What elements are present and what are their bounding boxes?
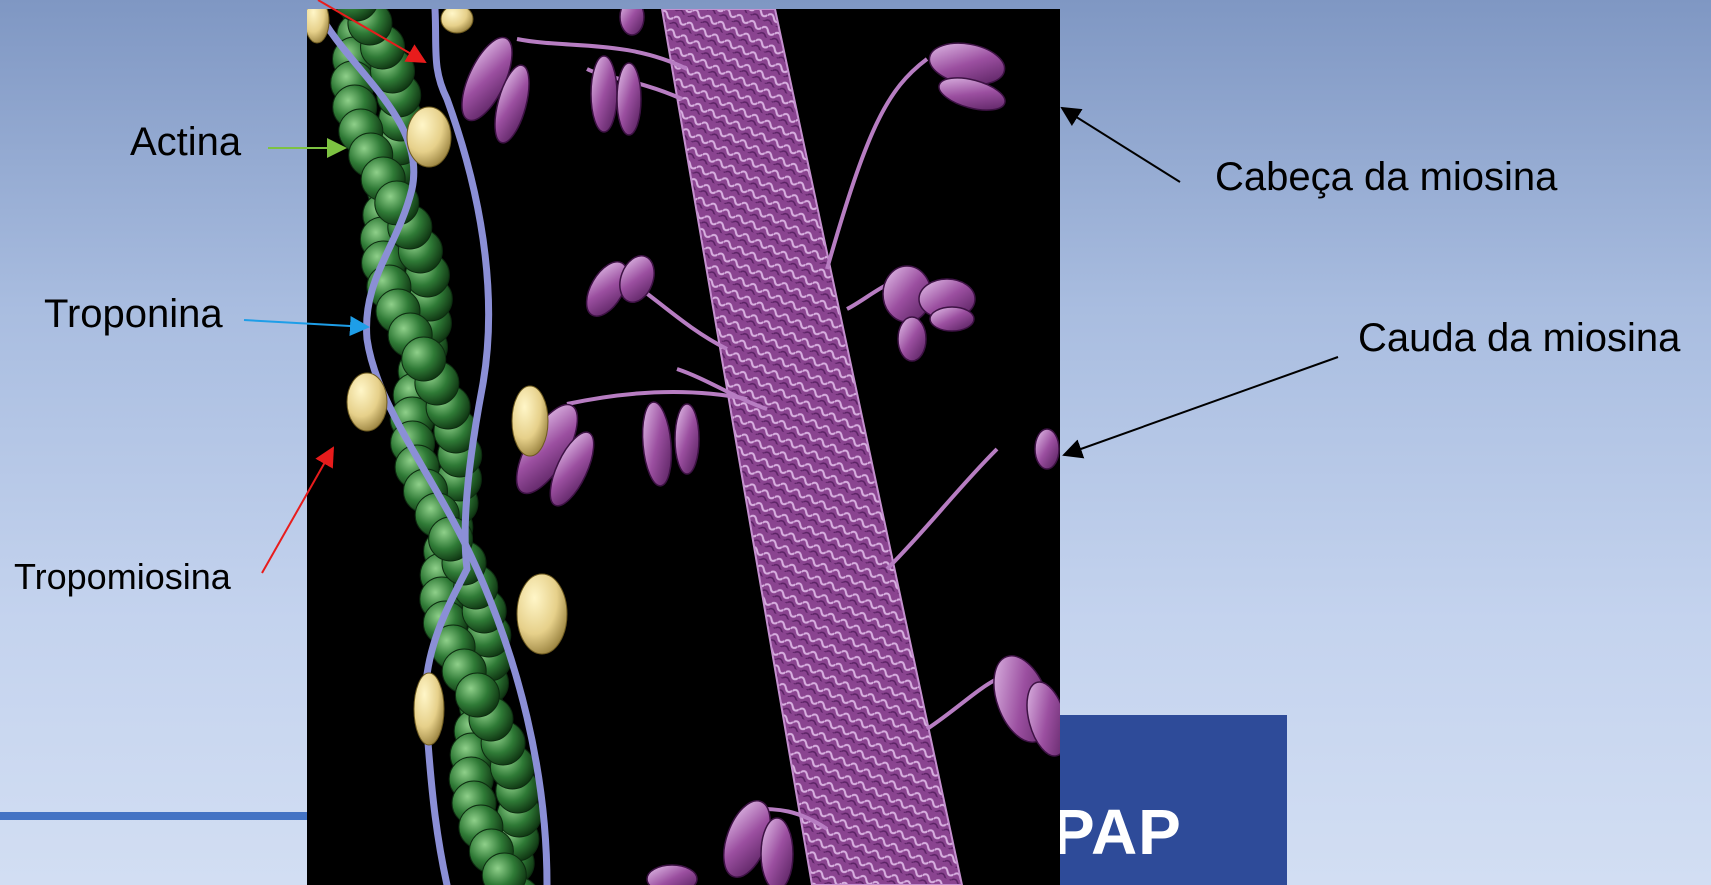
arrow-tropomiosina-upper — [318, 0, 425, 62]
arrow-cabeca-da-miosina — [1062, 108, 1180, 182]
arrow-cauda-da-miosina — [1064, 357, 1338, 455]
arrow-tropomiosina-lower — [262, 448, 333, 573]
arrow-troponina — [244, 320, 368, 327]
